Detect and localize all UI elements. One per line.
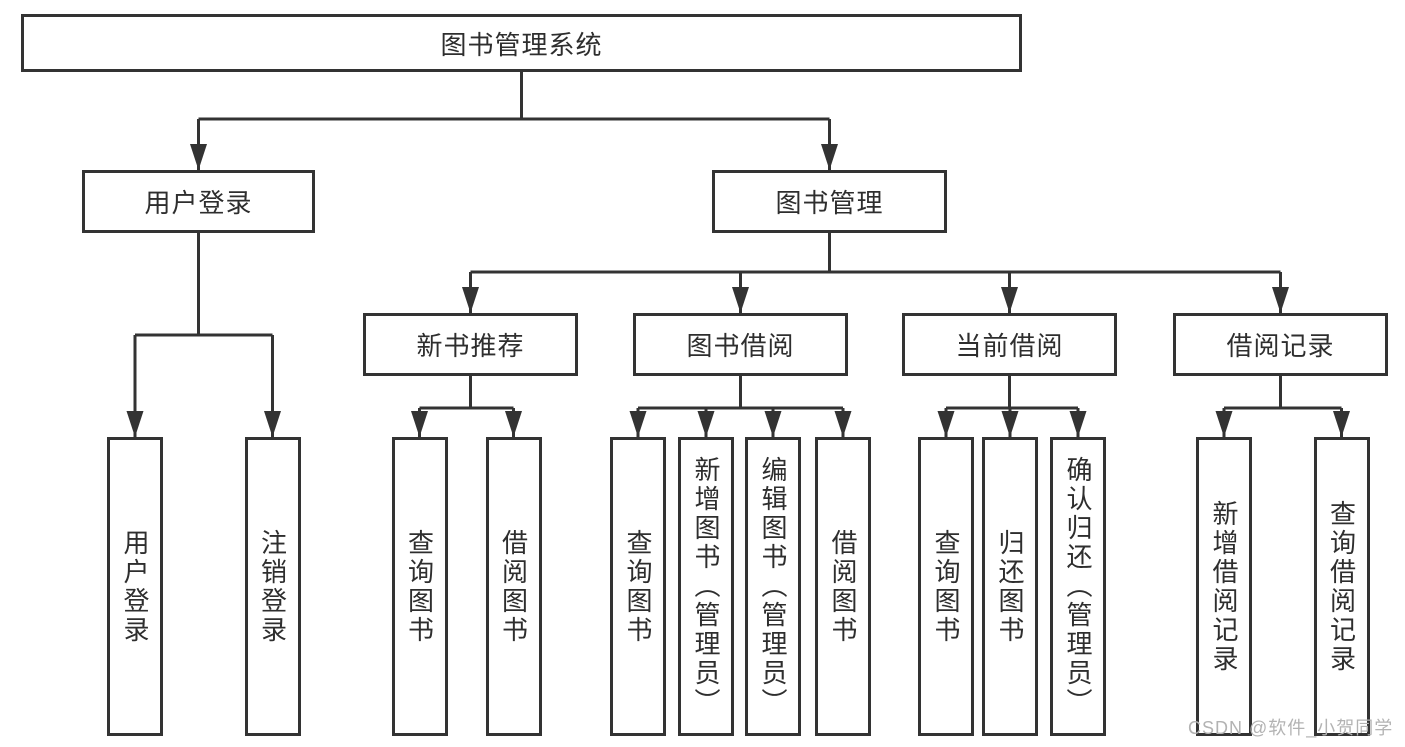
leaf-query-borrow-record: 查询借阅记录 [1313, 437, 1370, 736]
arrowhead [1001, 287, 1018, 313]
node-label: 编辑图书（管理员） [758, 456, 788, 717]
arrowhead [834, 411, 852, 437]
node-label: 新增借阅记录 [1209, 499, 1239, 674]
node-new-book-recommend: 新书推荐 [363, 313, 578, 376]
node-label: 图书管理 [775, 188, 884, 218]
node-book-management: 图书管理 [712, 170, 947, 233]
csdn-watermark: CSDN @软件_小贺同学 [1188, 718, 1394, 738]
leaf-query-books-current: 查询图书 [918, 437, 974, 736]
arrowhead [1069, 411, 1087, 437]
node-borrow-records: 借阅记录 [1173, 313, 1388, 376]
arrowhead [821, 144, 838, 170]
leaf-add-book-admin: 新增图书（管理员） [678, 437, 734, 736]
tree-edges [133, 72, 1343, 437]
arrowhead [462, 287, 479, 313]
node-label: 用户登录 [120, 528, 150, 645]
leaf-return-book: 归还图书 [982, 437, 1038, 736]
arrowhead [732, 287, 749, 313]
node-label: 注销登录 [257, 528, 288, 645]
leaf-add-borrow-record: 新增借阅记录 [1196, 437, 1252, 736]
leaf-borrow-books: 借阅图书 [815, 437, 871, 736]
node-label: 查询图书 [931, 528, 961, 645]
arrowhead [126, 411, 144, 437]
node-label: 查询图书 [404, 528, 435, 645]
node-label: 新书推荐 [416, 331, 525, 361]
arrowhead [764, 411, 782, 437]
arrowhead [629, 411, 647, 437]
node-label: 图书借阅 [686, 331, 795, 361]
node-label: 查询借阅记录 [1326, 499, 1357, 674]
arrowhead [505, 411, 522, 437]
arrowhead [190, 144, 207, 170]
leaf-query-books-recommend: 查询图书 [391, 437, 448, 736]
arrowhead [697, 411, 715, 437]
leaf-confirm-return-admin: 确认归还（管理员） [1050, 437, 1106, 736]
arrowhead [1272, 287, 1289, 313]
arrowhead [1333, 411, 1350, 437]
arrowhead [264, 411, 281, 437]
arrowhead [1215, 411, 1233, 437]
leaf-query-books-borrow: 查询图书 [610, 437, 666, 736]
node-user-login: 用户登录 [82, 170, 315, 233]
leaf-logout: 注销登录 [244, 437, 301, 736]
arrowhead [411, 411, 428, 437]
node-label: 图书管理系统 [440, 29, 603, 60]
node-label: 借阅图书 [498, 528, 529, 645]
node-label: 用户登录 [144, 188, 253, 218]
node-label: 当前借阅 [955, 331, 1064, 361]
node-label: 查询图书 [623, 528, 653, 645]
leaf-edit-book-admin: 编辑图书（管理员） [745, 437, 801, 736]
arrowhead [937, 411, 955, 437]
node-label: 借阅记录 [1226, 331, 1335, 361]
leaf-borrow-books-recommend: 借阅图书 [485, 437, 542, 736]
node-library-management-system: 图书管理系统 [21, 14, 1022, 72]
node-book-borrow: 图书借阅 [633, 313, 848, 376]
node-label: 借阅图书 [828, 528, 858, 645]
leaf-user-login: 用户登录 [107, 437, 163, 736]
node-label: 归还图书 [995, 528, 1025, 645]
node-current-borrow: 当前借阅 [902, 313, 1117, 376]
node-label: 确认归还（管理员） [1063, 456, 1093, 717]
node-label: 新增图书（管理员） [691, 456, 721, 717]
arrowhead [1001, 411, 1019, 437]
